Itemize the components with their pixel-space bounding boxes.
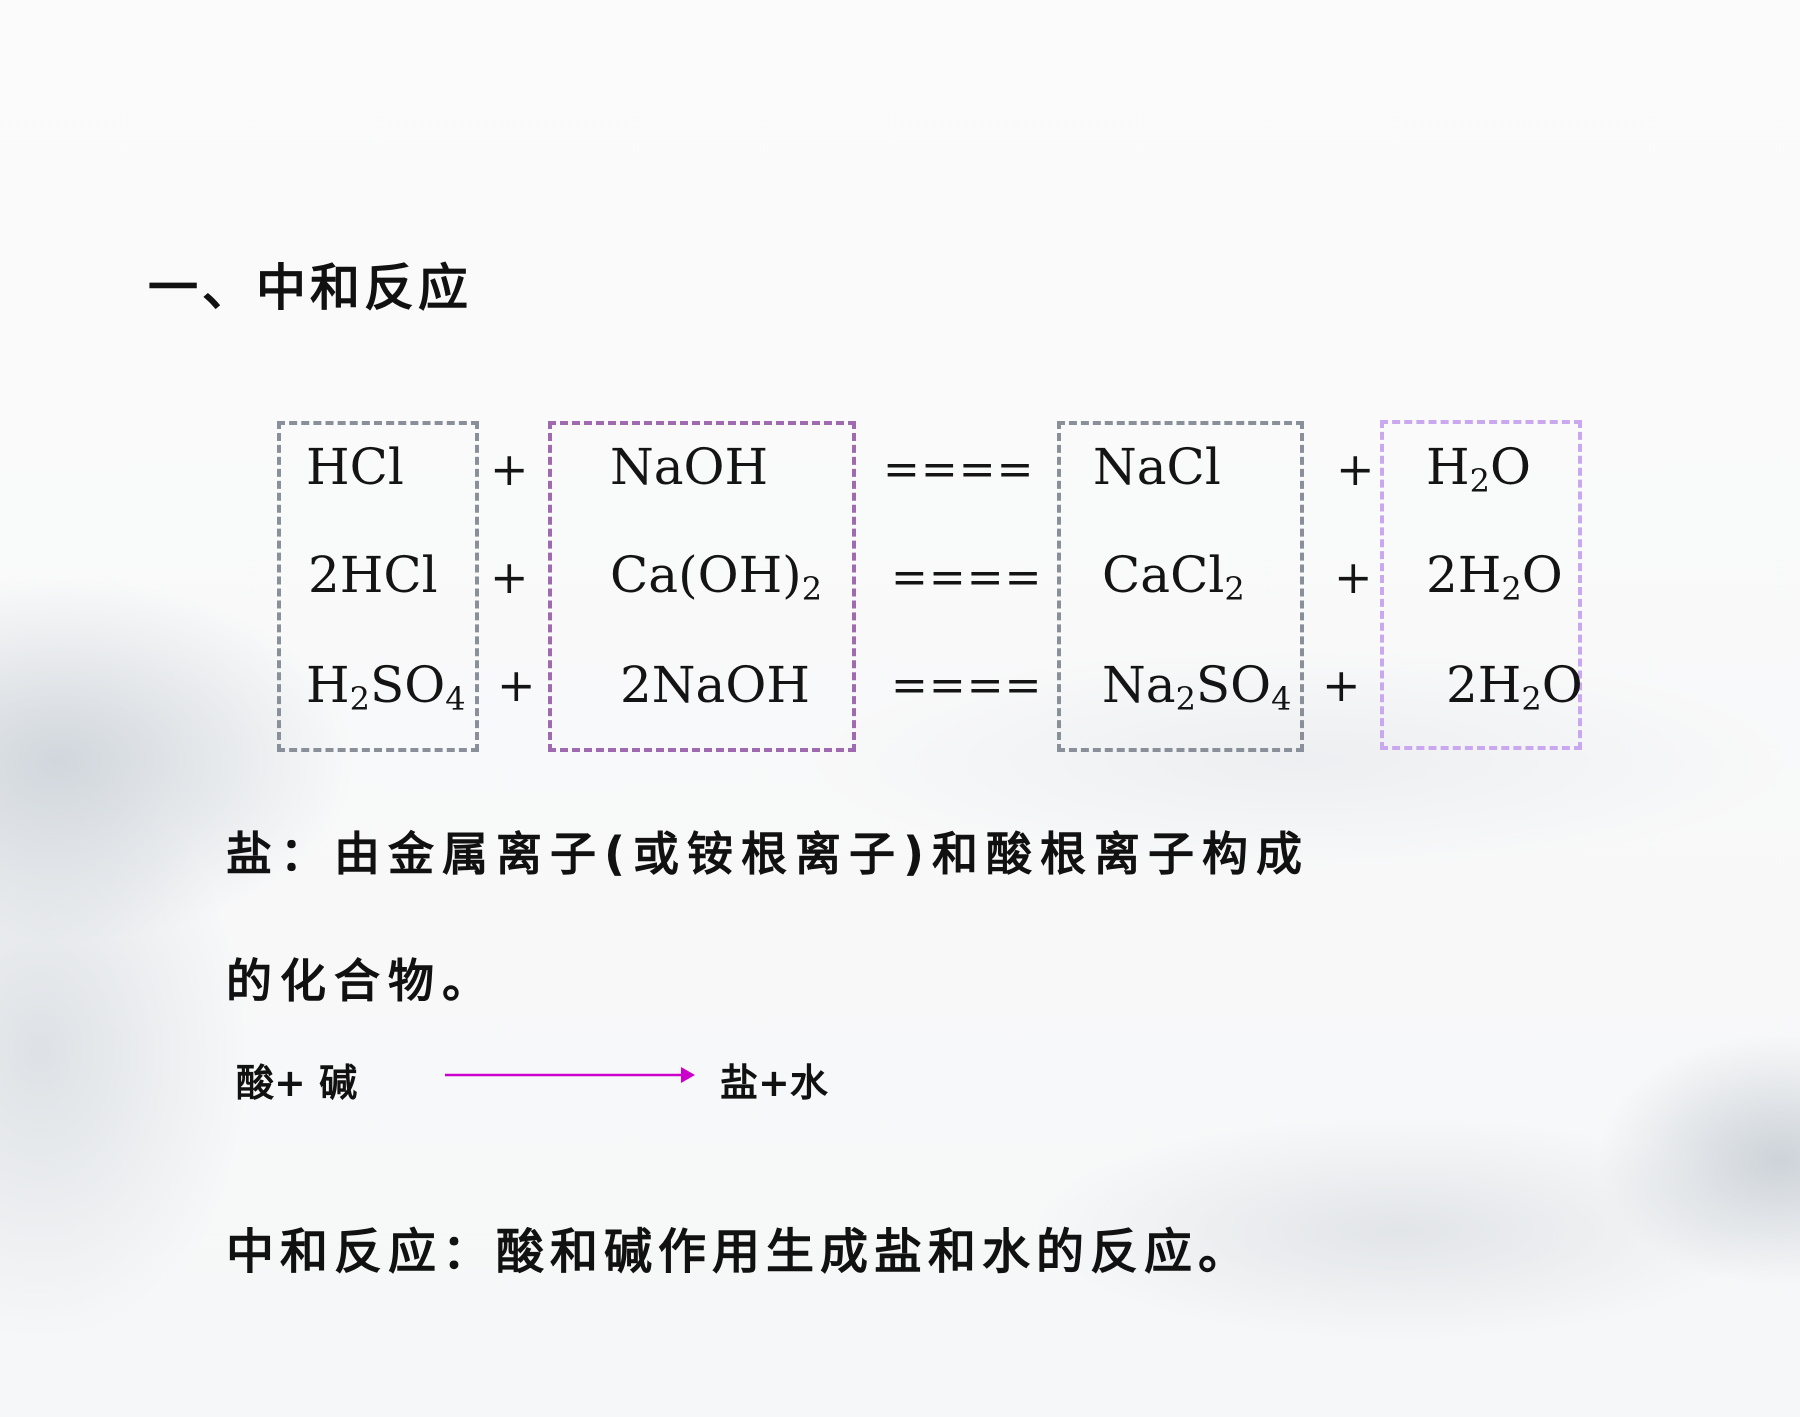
eq2-equals: ==== <box>891 552 1043 603</box>
eq3-plus2: + <box>1322 658 1361 712</box>
eq3-water: 2H2O <box>1446 656 1583 718</box>
eq1-plus2: + <box>1336 442 1375 496</box>
eq2-plus1: + <box>490 550 529 604</box>
eq1-equals: ==== <box>883 444 1035 495</box>
base-group-box <box>548 421 856 752</box>
salt-group-box <box>1057 421 1304 752</box>
section-title: 一、中和反应 <box>148 259 472 317</box>
eq2-plus2: + <box>1334 550 1373 604</box>
salt-definition-line1: 盐：由金属离子(或铵根离子)和酸根离子构成 <box>226 827 1311 881</box>
eq3-acid: H2SO4 <box>306 656 466 718</box>
eq3-base: 2NaOH <box>620 656 810 714</box>
eq3-equals: ==== <box>891 660 1043 711</box>
salt-definition-line2: 的化合物。 <box>226 954 496 1008</box>
reaction-arrow-icon <box>445 1067 695 1083</box>
eq2-acid: 2HCl <box>308 546 438 604</box>
eq3-salt: Na2SO4 <box>1102 656 1292 718</box>
acid-group-box <box>277 421 479 752</box>
eq1-salt: NaCl <box>1093 438 1221 496</box>
eq1-plus1: + <box>490 442 529 496</box>
eq3-plus1: + <box>497 658 536 712</box>
eq2-water: 2H2O <box>1426 546 1563 608</box>
reaction-reactants: 酸+ 碱 <box>236 1061 358 1105</box>
reaction-products: 盐+水 <box>720 1061 828 1105</box>
eq1-acid: HCl <box>306 438 404 496</box>
eq1-base: NaOH <box>610 438 769 496</box>
eq1-water: H2O <box>1426 438 1531 500</box>
eq2-base: Ca(OH)2 <box>610 546 823 608</box>
eq2-salt: CaCl2 <box>1102 546 1245 608</box>
water-group-box <box>1380 420 1582 750</box>
neutralization-definition: 中和反应：酸和碱作用生成盐和水的反应。 <box>226 1224 1253 1280</box>
